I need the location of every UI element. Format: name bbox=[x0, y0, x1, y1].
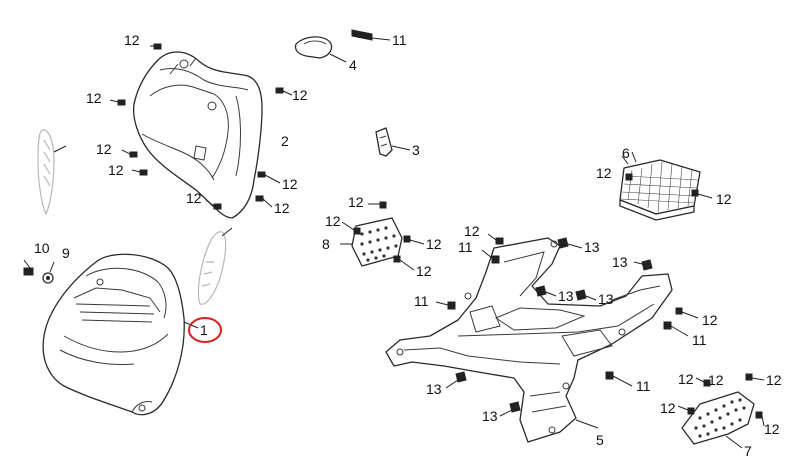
screw-icon bbox=[481, 249, 500, 264]
screw-icon bbox=[677, 405, 695, 415]
screw-icon bbox=[150, 43, 162, 50]
screw-icon bbox=[675, 307, 699, 319]
callout-2: 2 bbox=[281, 133, 289, 149]
side-reflector-right bbox=[197, 227, 233, 305]
callout-13: 13 bbox=[598, 291, 614, 307]
callout-5: 5 bbox=[596, 432, 604, 448]
screw-icon bbox=[257, 171, 281, 184]
callout-12: 12 bbox=[86, 90, 102, 106]
screw-icon bbox=[255, 195, 273, 208]
clip-icon bbox=[575, 289, 597, 301]
screw-icon bbox=[745, 373, 765, 381]
callout-4: 4 bbox=[349, 57, 357, 73]
callout-12: 12 bbox=[108, 162, 124, 178]
callout-12: 12 bbox=[186, 190, 202, 206]
callout-13: 13 bbox=[612, 254, 628, 270]
screw-icon bbox=[695, 377, 711, 387]
callout-12: 12 bbox=[282, 176, 298, 192]
clip-icon bbox=[535, 285, 557, 297]
screw-icon bbox=[393, 255, 415, 271]
part-clip bbox=[294, 36, 347, 63]
callout-13: 13 bbox=[558, 288, 574, 304]
callout-12: 12 bbox=[702, 312, 718, 328]
callout-11: 11 bbox=[414, 293, 429, 309]
screw-icon bbox=[109, 99, 126, 106]
callout-11: 11 bbox=[636, 378, 651, 394]
callout-12: 12 bbox=[416, 263, 432, 279]
screw-icon bbox=[23, 267, 34, 276]
callout-11: 11 bbox=[458, 239, 473, 255]
callout-9: 9 bbox=[62, 245, 70, 261]
callout-10: 10 bbox=[34, 240, 50, 256]
part-perforated-plate-7 bbox=[681, 391, 755, 449]
callout-13: 13 bbox=[426, 381, 442, 397]
screw-icon bbox=[275, 87, 293, 96]
callout-12: 12 bbox=[678, 371, 694, 387]
callout-12: 12 bbox=[596, 165, 612, 181]
callout-12: 12 bbox=[426, 236, 442, 252]
part-grid-cover-6 bbox=[619, 151, 701, 221]
callout-1: 1 bbox=[200, 322, 208, 338]
part-bracket bbox=[375, 127, 411, 157]
screw-icon bbox=[131, 169, 148, 176]
screw-icon bbox=[341, 221, 361, 235]
callout-12: 12 bbox=[660, 400, 676, 416]
callout-12: 12 bbox=[764, 421, 780, 437]
callout-12: 12 bbox=[766, 372, 782, 388]
screw-icon bbox=[351, 29, 391, 41]
screw-icon bbox=[403, 235, 425, 245]
screw-icon bbox=[625, 173, 633, 181]
screw-icon bbox=[487, 233, 504, 245]
callout-12: 12 bbox=[348, 194, 364, 210]
highlight-circle bbox=[188, 317, 222, 343]
callout-11: 11 bbox=[692, 332, 707, 348]
screw-icon bbox=[368, 201, 387, 209]
callout-labels: 1 2 3 4 5 6 7 8 9 10 11 11 11 11 11 12 1… bbox=[34, 32, 782, 459]
clip-icon bbox=[633, 259, 653, 271]
callout-12: 12 bbox=[274, 200, 290, 216]
part-front-cowl bbox=[42, 253, 199, 416]
callout-13: 13 bbox=[482, 408, 498, 424]
clip-icon bbox=[445, 371, 467, 389]
side-reflector-left bbox=[37, 129, 67, 216]
screw-icon bbox=[691, 189, 713, 199]
part-perforated-plate-8 bbox=[340, 217, 403, 267]
callout-7: 7 bbox=[744, 443, 752, 459]
nut-icon bbox=[42, 272, 54, 284]
part-inner-shield bbox=[132, 51, 263, 219]
callout-3: 3 bbox=[412, 142, 420, 158]
callout-12: 12 bbox=[716, 191, 732, 207]
screw-icon bbox=[121, 149, 138, 158]
callout-11: 11 bbox=[392, 32, 407, 48]
callout-13: 13 bbox=[584, 239, 600, 255]
screw-icon bbox=[205, 199, 222, 210]
screw-icon bbox=[435, 301, 456, 310]
screw-icon bbox=[663, 321, 689, 337]
callout-12: 12 bbox=[292, 87, 308, 103]
callout-6: 6 bbox=[622, 145, 630, 161]
callout-8: 8 bbox=[322, 236, 330, 252]
hardware-screws bbox=[23, 29, 765, 429]
callout-12: 12 bbox=[464, 223, 480, 239]
clip-icon bbox=[557, 237, 583, 249]
screw-icon bbox=[605, 371, 633, 387]
callout-12: 12 bbox=[96, 141, 112, 157]
callout-12: 12 bbox=[708, 372, 724, 388]
callout-12: 12 bbox=[325, 213, 341, 229]
part-floor-panel bbox=[385, 237, 673, 443]
screw-icon bbox=[755, 411, 765, 427]
callout-12: 12 bbox=[124, 32, 140, 48]
clip-icon bbox=[499, 401, 521, 417]
